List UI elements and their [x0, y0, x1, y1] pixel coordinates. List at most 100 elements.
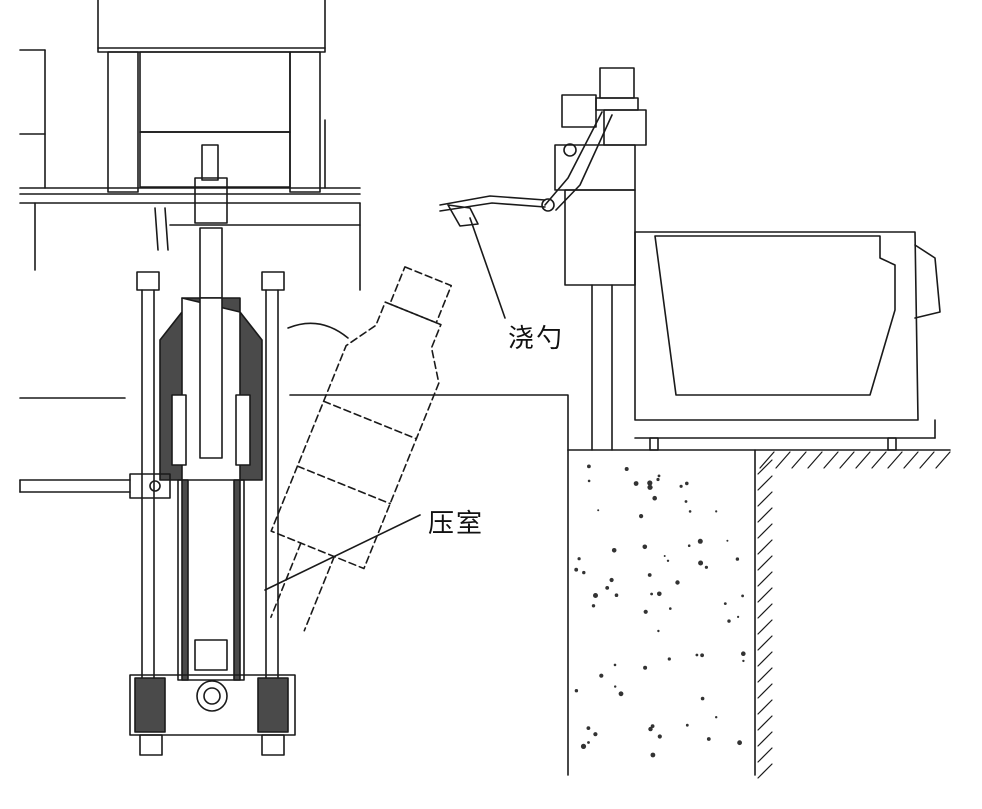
hatch-line [919, 451, 935, 469]
hatch-line [757, 699, 773, 715]
concrete-dot [650, 752, 656, 758]
concrete-dot [647, 484, 653, 490]
concrete-dot [582, 570, 586, 575]
concrete-dot [657, 629, 660, 633]
concrete-dot [726, 539, 729, 542]
concrete-dot [667, 657, 671, 661]
concrete-dot [586, 726, 591, 730]
concrete-dot [723, 602, 727, 605]
hatch-line [757, 523, 773, 539]
ground-hatching [757, 451, 951, 779]
ladle-label: 浇勺 [508, 324, 565, 354]
concrete-dot [679, 484, 683, 488]
concrete-dot [675, 580, 680, 585]
concrete-dot [669, 607, 672, 610]
hatch-line [757, 747, 773, 763]
concrete-texture [574, 464, 746, 758]
concrete-dot [737, 740, 742, 746]
concrete-dot [742, 659, 745, 663]
concrete-dot [613, 663, 617, 667]
hatch-line [757, 651, 773, 667]
concrete-dot [593, 593, 598, 598]
shot-chamber-assembly [19, 144, 296, 756]
hatch-line [757, 667, 773, 683]
tilt-arrow [287, 322, 349, 339]
hatch-line [757, 459, 773, 475]
concrete-dot [688, 510, 692, 513]
tilted-chamber-phantom [270, 266, 453, 632]
concrete-dot [706, 737, 711, 741]
concrete-dot [597, 509, 600, 512]
concrete-dot [618, 691, 624, 697]
hatch-line [757, 539, 773, 555]
concrete-dot [574, 689, 579, 693]
concrete-dot [727, 619, 731, 623]
concrete-dot [611, 548, 617, 553]
concrete-dot [605, 586, 610, 590]
hatch-line [757, 475, 773, 491]
machine-frame [19, 0, 569, 451]
concrete-dot [687, 544, 691, 547]
concrete-dot [587, 479, 591, 483]
concrete-dot [684, 500, 688, 503]
concrete-dot [656, 477, 660, 482]
hatch-line [757, 555, 773, 571]
concrete-dot [580, 743, 587, 750]
concrete-dot [587, 464, 591, 469]
hatch-line [807, 451, 823, 469]
hatch-line [757, 571, 773, 587]
concrete-dot [657, 474, 661, 478]
concrete-dot [652, 495, 657, 501]
concrete-dot [698, 560, 704, 566]
concrete-dot [648, 726, 653, 732]
hatch-line [903, 451, 919, 469]
hatch-line [757, 715, 773, 731]
concrete-dot [735, 557, 740, 561]
hatch-line [757, 763, 773, 779]
concrete-dot [715, 510, 718, 513]
hatch-line [871, 451, 887, 469]
hatch-line [823, 451, 839, 469]
hatch-line [759, 451, 775, 469]
concrete-dot [643, 609, 648, 614]
concrete-dot [609, 577, 614, 583]
concrete-dot [647, 573, 652, 577]
hatch-line [791, 451, 807, 469]
concrete-dot [685, 723, 689, 727]
concrete-dot [591, 604, 596, 608]
concrete-dot [697, 538, 703, 544]
concrete-dot [577, 557, 581, 561]
concrete-dot [666, 559, 670, 562]
hatch-line [757, 683, 773, 699]
hatch-line [757, 491, 773, 507]
hatch-line [775, 451, 791, 469]
hatch-line [757, 619, 773, 635]
chamber-leader-line [264, 514, 421, 591]
foundation [567, 449, 951, 779]
concrete-dot [715, 716, 718, 719]
concrete-dot [700, 653, 704, 658]
hatch-line [887, 451, 903, 469]
chamber-label: 压室 [428, 509, 485, 539]
concrete-dot [704, 565, 709, 569]
hatch-line [839, 451, 855, 469]
concrete-dot [639, 514, 644, 519]
concrete-dot [657, 591, 662, 597]
concrete-dot [593, 732, 598, 737]
concrete-dot [599, 673, 604, 678]
concrete-dot [657, 734, 662, 739]
concrete-dot [633, 481, 639, 486]
hatch-line [757, 507, 773, 523]
ladle-leader-line [469, 217, 506, 319]
concrete-dot [643, 665, 648, 670]
concrete-dot [695, 653, 699, 657]
concrete-dot [741, 594, 744, 598]
hatch-line [935, 451, 951, 469]
concrete-dot [614, 685, 617, 688]
concrete-dot [650, 724, 655, 728]
hatch-line [757, 731, 773, 747]
concrete-dot [650, 592, 653, 596]
concrete-dot [700, 696, 705, 701]
